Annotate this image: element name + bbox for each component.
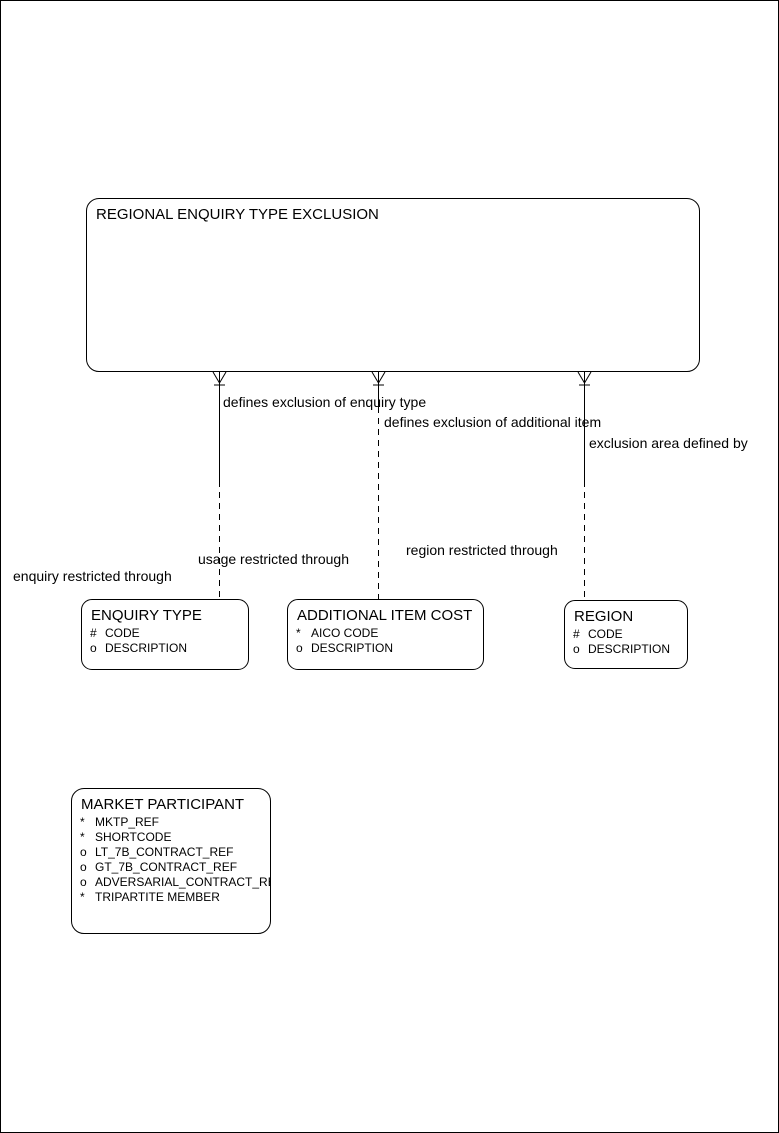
- relationship-label-defines-exclusion-of-additional-item: defines exclusion of additional item: [384, 414, 602, 430]
- entity-box-market-participant[interactable]: MARKET PARTICIPANT * MKTP_REF * SHORTCOD…: [71, 788, 271, 934]
- entity-title: REGION: [574, 608, 634, 625]
- attribute-row: o DESCRIPTION: [573, 642, 687, 657]
- attribute-row: # CODE: [573, 627, 687, 642]
- relationship-label-defines-exclusion-of-enquiry-type: defines exclusion of enquiry type: [223, 394, 427, 410]
- attribute-prefix: o: [80, 860, 87, 874]
- attribute-prefix: #: [90, 626, 97, 640]
- relationship-line-enquiry-type[interactable]: [212, 371, 227, 599]
- attribute-name: DESCRIPTION: [105, 641, 188, 655]
- attribute-row: o GT_7B_CONTRACT_REF: [80, 860, 270, 875]
- attribute-prefix: o: [296, 641, 303, 655]
- relationship-line-region[interactable]: [577, 371, 592, 600]
- attribute-name: ADVERSARIAL_CONTRACT_REF: [95, 875, 271, 889]
- attribute-name: TRIPARTITE MEMBER: [95, 890, 220, 904]
- attribute-prefix: *: [80, 815, 85, 829]
- crows-foot-arrow-icon: [212, 371, 227, 386]
- relationship-label-region-restricted-through: region restricted through: [406, 542, 558, 558]
- attribute-prefix: o: [90, 641, 97, 655]
- attribute-name: DESCRIPTION: [311, 641, 394, 655]
- attribute-name: CODE: [588, 627, 623, 641]
- attribute-prefix: o: [80, 845, 87, 859]
- attribute-name: SHORTCODE: [95, 830, 172, 844]
- entity-title: ENQUIRY TYPE: [91, 607, 202, 624]
- attribute-prefix: #: [573, 627, 580, 641]
- entity-title: ADDITIONAL ITEM COST: [297, 607, 473, 624]
- attribute-row: * SHORTCODE: [80, 830, 270, 845]
- attribute-row: * TRIPARTITE MEMBER: [80, 890, 270, 905]
- relationship-label-usage-restricted-through: usage restricted through: [198, 551, 349, 567]
- attribute-name: AICO CODE: [311, 626, 379, 640]
- attribute-prefix: o: [573, 642, 580, 656]
- attribute-row: * MKTP_REF: [80, 815, 270, 830]
- entity-box-additional-item-cost[interactable]: ADDITIONAL ITEM COST * AICO CODE o DESCR…: [287, 599, 484, 670]
- attribute-row: * AICO CODE: [296, 626, 483, 641]
- attribute-row: # CODE: [90, 626, 248, 641]
- entity-box-regional-enquiry-type-exclusion[interactable]: REGIONAL ENQUIRY TYPE EXCLUSION: [86, 198, 700, 372]
- attribute-row: o ADVERSARIAL_CONTRACT_REF: [80, 875, 270, 890]
- attribute-name: GT_7B_CONTRACT_REF: [95, 860, 238, 874]
- relationship-label-enquiry-restricted-through: enquiry restricted through: [13, 568, 172, 584]
- attribute-name: CODE: [105, 626, 140, 640]
- attribute-name: MKTP_REF: [95, 815, 160, 829]
- entity-title: REGIONAL ENQUIRY TYPE EXCLUSION: [96, 206, 379, 223]
- entity-title: MARKET PARTICIPANT: [81, 796, 245, 813]
- relationship-label-exclusion-area-defined-by: exclusion area defined by: [589, 435, 748, 451]
- attribute-name: DESCRIPTION: [588, 642, 671, 656]
- entity-box-region[interactable]: REGION # CODE o DESCRIPTION: [564, 600, 688, 669]
- attribute-prefix: o: [80, 875, 87, 889]
- attribute-prefix: *: [296, 626, 301, 640]
- entity-box-enquiry-type[interactable]: ENQUIRY TYPE # CODE o DESCRIPTION: [81, 599, 249, 670]
- relationship-line-additional-item[interactable]: [371, 371, 386, 599]
- attribute-row: o DESCRIPTION: [90, 641, 248, 656]
- attribute-prefix: *: [80, 890, 85, 904]
- crows-foot-arrow-icon: [371, 371, 386, 386]
- attribute-name: LT_7B_CONTRACT_REF: [95, 845, 234, 859]
- attribute-row: o LT_7B_CONTRACT_REF: [80, 845, 270, 860]
- attribute-row: o DESCRIPTION: [296, 641, 483, 656]
- attribute-prefix: *: [80, 830, 85, 844]
- crows-foot-arrow-icon: [577, 371, 592, 386]
